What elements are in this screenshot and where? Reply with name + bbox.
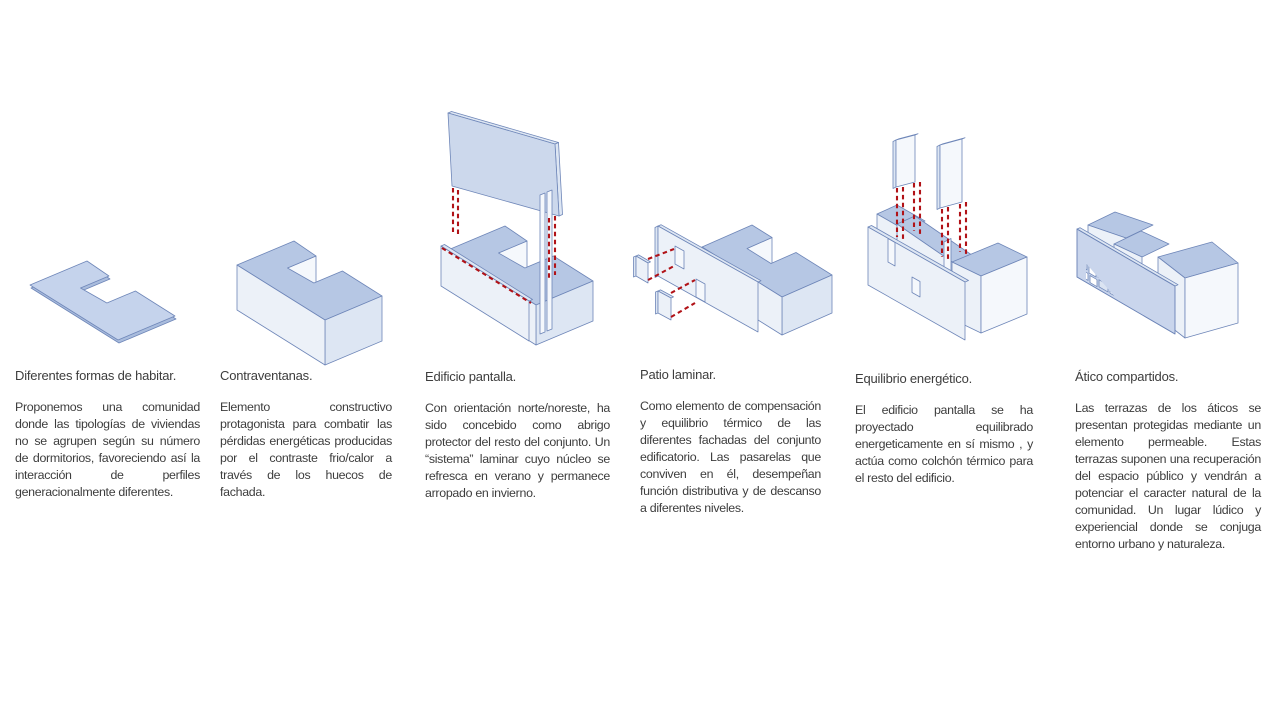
- panel-equilibrio-energetico: Equilibrio energético. El edificio panta…: [855, 371, 1033, 487]
- laminar-screen-slab: [654, 224, 762, 333]
- panel-title: Equilibrio energético.: [855, 371, 973, 386]
- laminar-patio-extraction-icon: [633, 224, 833, 336]
- floating-screen-panel: [447, 111, 563, 217]
- panel-title: Diferentes formas de habitar.: [15, 368, 177, 383]
- panel-body: El edificio pantalla se ha proyectado eq…: [855, 403, 1033, 485]
- panel-title: Edificio pantalla.: [425, 369, 517, 384]
- red-dashed-extraction-lines: [895, 182, 968, 260]
- shared-attic-permeable-icon: [1076, 211, 1239, 339]
- panel-body: Con orientación norte/noreste, ha sido c…: [425, 401, 610, 500]
- extracted-piece: [633, 254, 651, 284]
- permeable-screen: [1076, 227, 1179, 335]
- extracted-piece: [655, 289, 674, 321]
- red-dashed-extraction-lines: [647, 248, 696, 318]
- panel-title: Patio laminar.: [640, 367, 716, 382]
- lifted-tower: [892, 133, 919, 189]
- panel-atico-compartidos: Ático compartidos. Las terrazas de los á…: [1075, 369, 1261, 553]
- flat-plan-shape: [29, 260, 177, 344]
- c-building: [236, 240, 383, 366]
- flat-c-plan-icon: [29, 260, 177, 344]
- red-dashed-extraction-lines: [441, 188, 557, 304]
- panel-contraventanas: Contraventanas. Elemento constructivo pr…: [220, 368, 392, 501]
- panel-patio-laminar: Patio laminar. Como elemento de compensa…: [640, 367, 821, 517]
- energy-balance-towers-icon: [867, 133, 1028, 341]
- panel-diferentes-formas: Diferentes formas de habitar. Proponemos…: [15, 368, 200, 501]
- panel-body: Elemento constructivo protagonista para …: [220, 400, 392, 499]
- panel-edificio-pantalla: Edificio pantalla. Con orientación norte…: [425, 369, 610, 502]
- panel-body: Las terrazas de los áticos se presentan …: [1075, 401, 1261, 551]
- panel-body: Como elemento de compensación y equilibr…: [640, 399, 821, 515]
- extruded-c-volume-icon: [236, 240, 383, 366]
- screen-slab: [867, 225, 969, 341]
- panel-title: Ático compartidos.: [1075, 369, 1179, 384]
- panel-title: Contraventanas.: [220, 368, 313, 383]
- panel-body: Proponemos una comunidad donde las tipol…: [15, 400, 200, 499]
- screen-building-extraction-icon: [440, 111, 594, 346]
- lifted-tower: [936, 137, 966, 210]
